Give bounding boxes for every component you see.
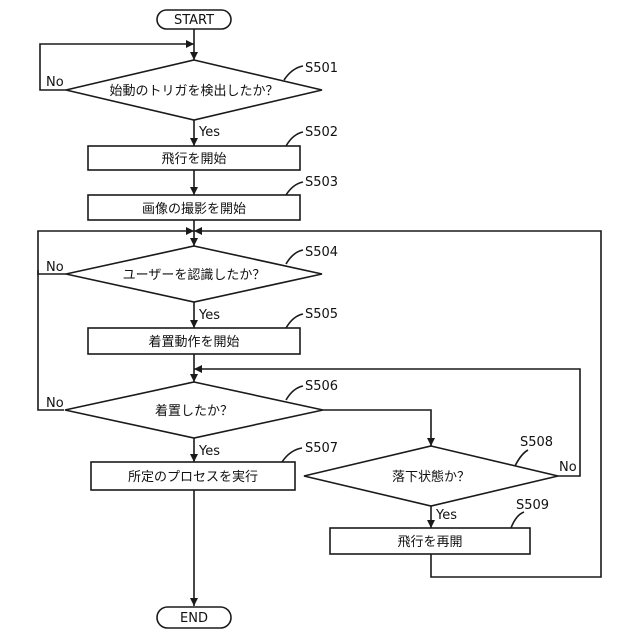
decision-s501: 始動のトリガを検出したか？ S501 No Yes [46,60,338,140]
step-id-s508: S508 [520,435,553,450]
process-s503: 画像の撮影を開始 S503 [88,175,338,220]
yes-label-s508: Yes [435,508,457,523]
process-s507-text: 所定のプロセスを実行 [128,469,258,485]
start-label: START [174,13,214,28]
process-s503-text: 画像の撮影を開始 [142,201,246,217]
decision-s504-text: ユーザーを認識したか？ [123,267,266,283]
yes-label-s504: Yes [198,308,220,323]
start-terminator: START [157,10,231,29]
step-id-s502: S502 [305,125,338,140]
process-s505-text: 着置動作を開始 [148,334,239,350]
step-id-s509: S509 [516,498,549,513]
decision-s501-text: 始動のトリガを検出したか？ [109,84,278,99]
decision-s504: ユーザーを認識したか？ S504 No Yes [46,245,338,323]
step-id-s504: S504 [305,245,338,260]
no-label-s508: No [559,460,577,475]
step-id-s505: S505 [305,307,338,322]
process-s509-text: 飛行を再開 [397,535,462,550]
step-id-s501: S501 [305,61,338,76]
step-id-s506: S506 [305,379,338,394]
step-id-s503: S503 [305,175,338,190]
step-id-s507: S507 [305,441,338,456]
yes-label-s501: Yes [198,125,220,140]
process-s502-text: 飛行を開始 [161,152,226,167]
end-label: END [180,611,208,626]
decision-s506-text: 着置したか？ [155,403,233,419]
process-s509: 飛行を再開 S509 [330,498,549,554]
no-label-s504: No [46,260,64,275]
no-label-s501: No [46,75,64,90]
decision-s506: 着置したか？ S506 No Yes [46,379,338,459]
no-label-s506: No [46,396,64,411]
decision-s508-text: 落下状態か？ [392,469,470,485]
yes-label-s506: Yes [198,444,220,459]
end-terminator: END [157,607,231,628]
